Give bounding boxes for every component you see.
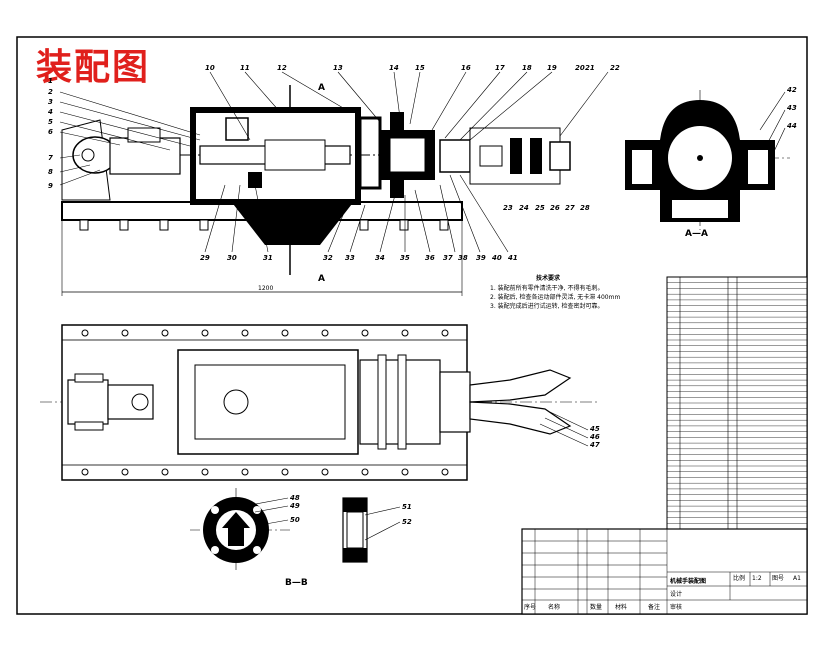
part-no-10: 10 (205, 64, 215, 72)
part-no-34: 34 (375, 254, 385, 262)
part-no-46: 46 (590, 433, 600, 441)
part-no-52: 52 (402, 518, 412, 526)
part-no-31: 31 (263, 254, 273, 262)
gripper-lower (469, 401, 572, 435)
part-no-16: 16 (461, 64, 471, 72)
part-no-43: 43 (787, 104, 797, 112)
part-no-51: 51 (402, 503, 412, 511)
part-no-6: 6 (48, 128, 53, 136)
part-no-45: 45 (590, 425, 600, 433)
part-no-22: 22 (610, 64, 620, 72)
header-cell-3: 数量 (590, 603, 602, 611)
checker-label: 审核 (670, 603, 682, 611)
part-no-37: 37 (443, 254, 453, 262)
seal-ring (248, 172, 262, 188)
part-no-18: 18 (522, 64, 532, 72)
part-no-15: 15 (415, 64, 425, 72)
part-no-44: 44 (787, 122, 797, 130)
part-no-40: 40 (492, 254, 502, 262)
part-no-27: 27 (565, 204, 575, 212)
part-no-50: 50 (290, 516, 300, 524)
part-no-30: 30 (227, 254, 237, 262)
part-no-9: 9 (48, 182, 53, 190)
header-cell-2: 名称 (548, 603, 560, 611)
note-3: 3. 装配完成后进行试运转, 检查密封可靠。 (490, 302, 603, 310)
scale-label: 比例 (733, 574, 745, 582)
title-block-name: 机械手装配图 (670, 577, 706, 585)
cylinder-plan (177, 349, 359, 455)
header-cell-1: 序号 (524, 603, 536, 611)
part-no-33: 33 (345, 254, 355, 262)
part-no-11: 11 (240, 64, 250, 72)
part-no-39: 39 (476, 254, 486, 262)
gripper-upper (469, 369, 572, 403)
part-no-1: 1 (48, 77, 53, 85)
note-1: 1. 装配前所有零件清洗干净, 不得有毛刺。 (490, 284, 603, 292)
part-no-4: 4 (48, 108, 53, 116)
part-no-48: 48 (290, 494, 300, 502)
sheet-label: 图号 (772, 575, 784, 582)
part-no-2: 2 (48, 88, 53, 96)
part-no-26: 26 (550, 204, 560, 212)
drawing-title-stamp: 装配图 (36, 46, 151, 88)
part-no-35: 35 (400, 254, 410, 262)
notes-title: 技术要求 (536, 274, 561, 282)
part-no-24: 24 (519, 204, 529, 212)
part-no-41: 41 (508, 254, 518, 262)
part-no-42: 42 (787, 86, 797, 94)
section-label-bb: B—B (285, 578, 308, 588)
part-no-13: 13 (333, 64, 343, 72)
section-label-aa: A—A (685, 229, 708, 239)
header-cell-5: 备注 (648, 603, 660, 611)
plan-view: 45 46 47 (40, 324, 600, 481)
scale-value: 1:2 (752, 575, 762, 582)
part-no-19: 19 (547, 64, 557, 72)
part-no-17: 17 (495, 64, 505, 72)
section-bb-view: 48 49 50 51 52 B—B (190, 488, 412, 588)
part-no-47: 47 (590, 441, 600, 449)
part-no-32: 32 (323, 254, 333, 262)
section-mark-a-top: A (318, 83, 325, 93)
part-no-23: 23 (503, 204, 513, 212)
part-no-12: 12 (277, 64, 287, 72)
part-no-7: 7 (48, 154, 53, 162)
part-no-29: 29 (200, 254, 210, 262)
section-mark-a-bottom: A (318, 274, 325, 284)
section-aa-view: A—A 42 43 44 (625, 86, 797, 239)
designer-label: 设计 (670, 590, 682, 598)
part-no-25: 25 (535, 204, 545, 212)
part-no-8: 8 (48, 168, 53, 176)
part-no-21: 21 (585, 64, 595, 72)
front-section-view: A A 1200 10 11 12 13 (48, 64, 620, 296)
part-no-38: 38 (458, 254, 468, 262)
part-no-5: 5 (48, 118, 53, 126)
gripper-jaw (549, 141, 571, 171)
part-no-36: 36 (425, 254, 435, 262)
part-no-28: 28 (580, 204, 590, 212)
parts-list-table (666, 276, 808, 530)
overall-dimension: 1200 (258, 285, 273, 292)
header-cell-4: 材料 (615, 603, 627, 611)
part-no-14: 14 (389, 64, 399, 72)
note-2: 2. 装配后, 检查各运动部件灵活, 无卡滞 400mm (490, 293, 620, 301)
support-pedestal (230, 200, 355, 245)
title-block: 机械手装配图 比例 1:2 图号 A1 序号 名称 数量 材料 备注 设计 审核 (521, 528, 808, 615)
part-no-20: 20 (575, 64, 585, 72)
technical-requirements: 技术要求 1. 装配前所有零件清洗干净, 不得有毛刺。 2. 装配后, 检查各运… (490, 274, 620, 310)
part-no-49: 49 (290, 502, 300, 510)
sheet-number: A1 (793, 575, 801, 582)
part-no-3: 3 (48, 98, 53, 106)
